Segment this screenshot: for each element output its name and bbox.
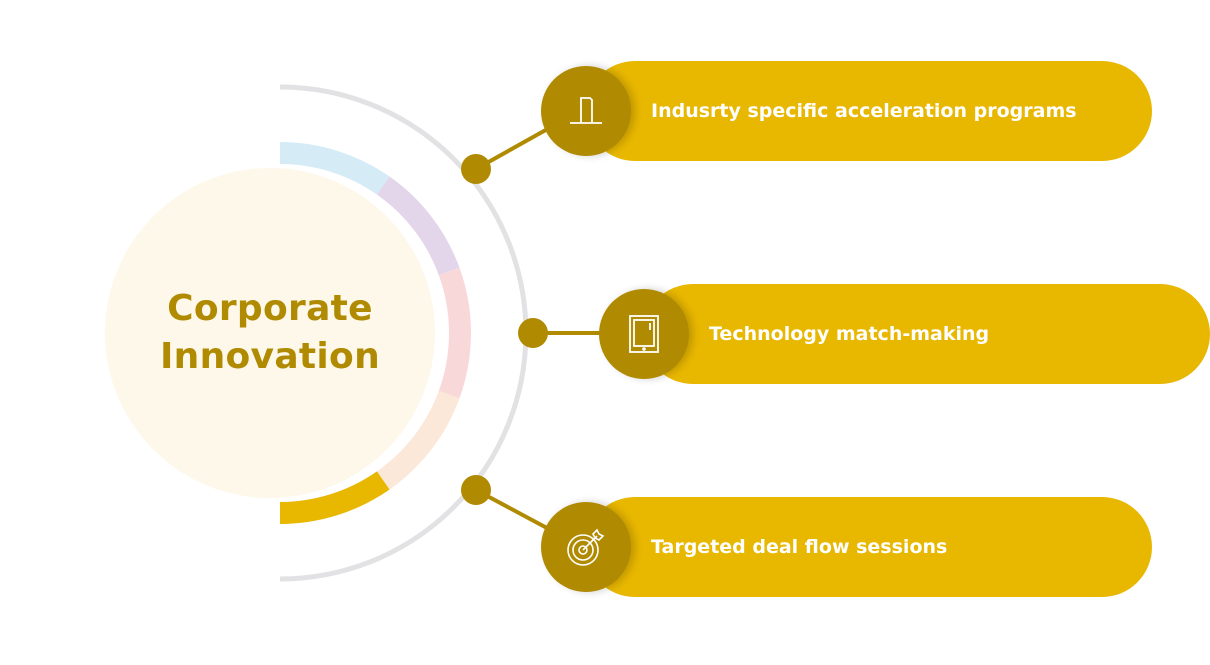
target-arrow-icon bbox=[567, 528, 605, 566]
hub-circle: Corporate Innovation bbox=[105, 168, 435, 498]
connector-dot-2 bbox=[518, 318, 548, 348]
arc-segment-purple bbox=[376, 176, 460, 276]
item-label-2: Technology match-making bbox=[709, 323, 990, 345]
item-badge-3 bbox=[541, 502, 631, 592]
hub-title-line-2: Innovation bbox=[159, 336, 381, 377]
hub-title-line-1: Corporate bbox=[167, 288, 373, 329]
item-pill-3[interactable]: Targeted deal flow sessions bbox=[585, 497, 1152, 597]
item-label-3: Targeted deal flow sessions bbox=[651, 536, 948, 558]
item-badge-2 bbox=[599, 289, 689, 379]
segmented-arc bbox=[279, 142, 471, 524]
arc-segment-peach bbox=[376, 390, 460, 490]
item-label-1: Indusrty specific acceleration programs bbox=[651, 100, 1077, 122]
arc-segment-pink bbox=[438, 267, 471, 399]
item-pill-2[interactable]: Technology match-making bbox=[643, 284, 1210, 384]
connector-dot-3 bbox=[461, 475, 491, 505]
arc-segment-blue bbox=[279, 142, 390, 195]
item-badge-1 bbox=[541, 66, 631, 156]
building-tower-icon bbox=[570, 97, 602, 124]
arc-segment-gold bbox=[279, 471, 390, 524]
item-pill-1[interactable]: Indusrty specific acceleration programs bbox=[585, 61, 1152, 161]
connector-dot-1 bbox=[461, 154, 491, 184]
tablet-icon bbox=[629, 315, 659, 353]
